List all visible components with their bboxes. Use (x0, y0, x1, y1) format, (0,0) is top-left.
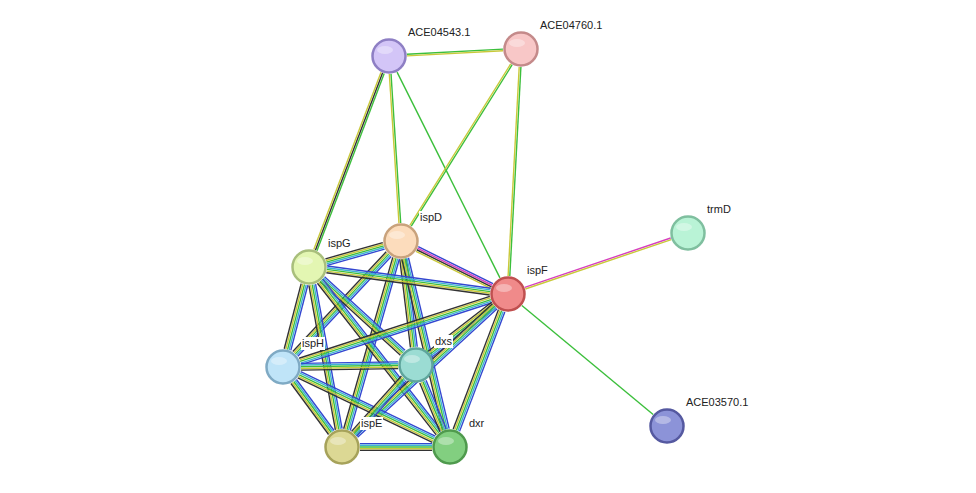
evidence-line (360, 446, 432, 447)
evidence-line (298, 378, 433, 442)
protein-node: ACE03570.1 (649, 408, 685, 444)
evidence-line (327, 271, 490, 293)
evidence-line (458, 311, 503, 430)
evidence-line (353, 377, 403, 432)
evidence-line (352, 376, 402, 431)
node-label: trmD (706, 203, 732, 216)
evidence-line (525, 238, 671, 287)
node-label: ispE (360, 417, 383, 430)
interaction-edge (522, 305, 653, 414)
evidence-line (354, 378, 404, 433)
evidence-line (418, 247, 493, 284)
protein-node: ACE04760.1 (503, 31, 539, 67)
interaction-edge (525, 238, 671, 289)
evidence-line (314, 72, 381, 249)
evidence-line (360, 450, 432, 451)
interaction-edge (407, 49, 503, 56)
interaction-edge (360, 444, 432, 451)
protein-node: trmD (670, 215, 706, 251)
evidence-line (522, 305, 653, 414)
node-circle (383, 223, 419, 259)
protein-node: dxr (432, 429, 468, 465)
protein-node: ispD (383, 223, 419, 259)
protein-node: ispH (265, 349, 301, 385)
node-circle (503, 31, 539, 67)
evidence-line (456, 311, 501, 430)
evidence-line (455, 310, 500, 429)
evidence-line (298, 376, 433, 440)
evidence-line (423, 382, 443, 431)
node-label: ACE03570.1 (685, 396, 749, 409)
protein-node: ispF (490, 276, 526, 312)
evidence-line (460, 312, 505, 431)
evidence-line (284, 284, 301, 349)
evidence-line (315, 73, 382, 250)
evidence-line (327, 269, 490, 291)
evidence-line (357, 381, 407, 436)
evidence-line (360, 445, 432, 446)
protein-node: ACE04543.1 (371, 38, 407, 74)
evidence-line (300, 373, 435, 437)
node-label: ACE04760.1 (539, 19, 603, 32)
evidence-line (300, 300, 491, 362)
evidence-line (327, 268, 490, 290)
evidence-line (360, 443, 432, 444)
protein-node: ispE (324, 429, 360, 465)
interaction-edge (420, 380, 446, 431)
evidence-line (508, 67, 519, 276)
interaction-edge (314, 72, 384, 251)
interaction-edge (352, 376, 407, 436)
evidence-line (389, 74, 399, 223)
evidence-line (301, 369, 398, 370)
node-label: ACE04543.1 (407, 26, 471, 39)
evidence-line (525, 240, 671, 289)
protein-node: ispG (291, 249, 327, 285)
node-label: dxs (434, 335, 453, 348)
node-label: ispF (526, 264, 549, 277)
node-circle (490, 276, 526, 312)
evidence-line (420, 383, 440, 432)
interaction-edge (410, 64, 512, 226)
node-circle (371, 38, 407, 74)
interaction-edge (389, 74, 400, 223)
evidence-line (429, 304, 493, 353)
interaction-edge (508, 67, 521, 276)
node-circle (398, 347, 434, 383)
evidence-line (411, 65, 512, 226)
evidence-line (355, 380, 405, 435)
interaction-edge (301, 362, 398, 370)
evidence-line (424, 381, 444, 430)
node-circle (324, 429, 360, 465)
evidence-line (317, 73, 384, 250)
evidence-line (291, 384, 329, 435)
evidence-line (510, 67, 521, 276)
evidence-line (326, 273, 489, 295)
node-circle (432, 429, 468, 465)
node-label: ispD (419, 211, 443, 224)
node-circle (649, 408, 685, 444)
node-label: ispG (327, 237, 352, 250)
evidence-line (301, 301, 492, 363)
interaction-edge (326, 266, 490, 295)
node-label: ispH (301, 337, 325, 350)
protein-node: dxs (398, 347, 434, 383)
node-label: dxr (468, 417, 485, 430)
interaction-edge (453, 310, 505, 432)
evidence-line (421, 382, 441, 431)
evidence-line (391, 74, 401, 223)
evidence-line (360, 448, 432, 449)
node-circle (291, 249, 327, 285)
evidence-line (428, 302, 492, 351)
evidence-line (407, 51, 503, 56)
evidence-line (327, 266, 490, 288)
evidence-line (453, 310, 498, 429)
evidence-line (299, 375, 434, 439)
node-circle (265, 349, 301, 385)
node-circle (670, 215, 706, 251)
evidence-line (410, 64, 511, 225)
interaction-edge (317, 279, 441, 435)
